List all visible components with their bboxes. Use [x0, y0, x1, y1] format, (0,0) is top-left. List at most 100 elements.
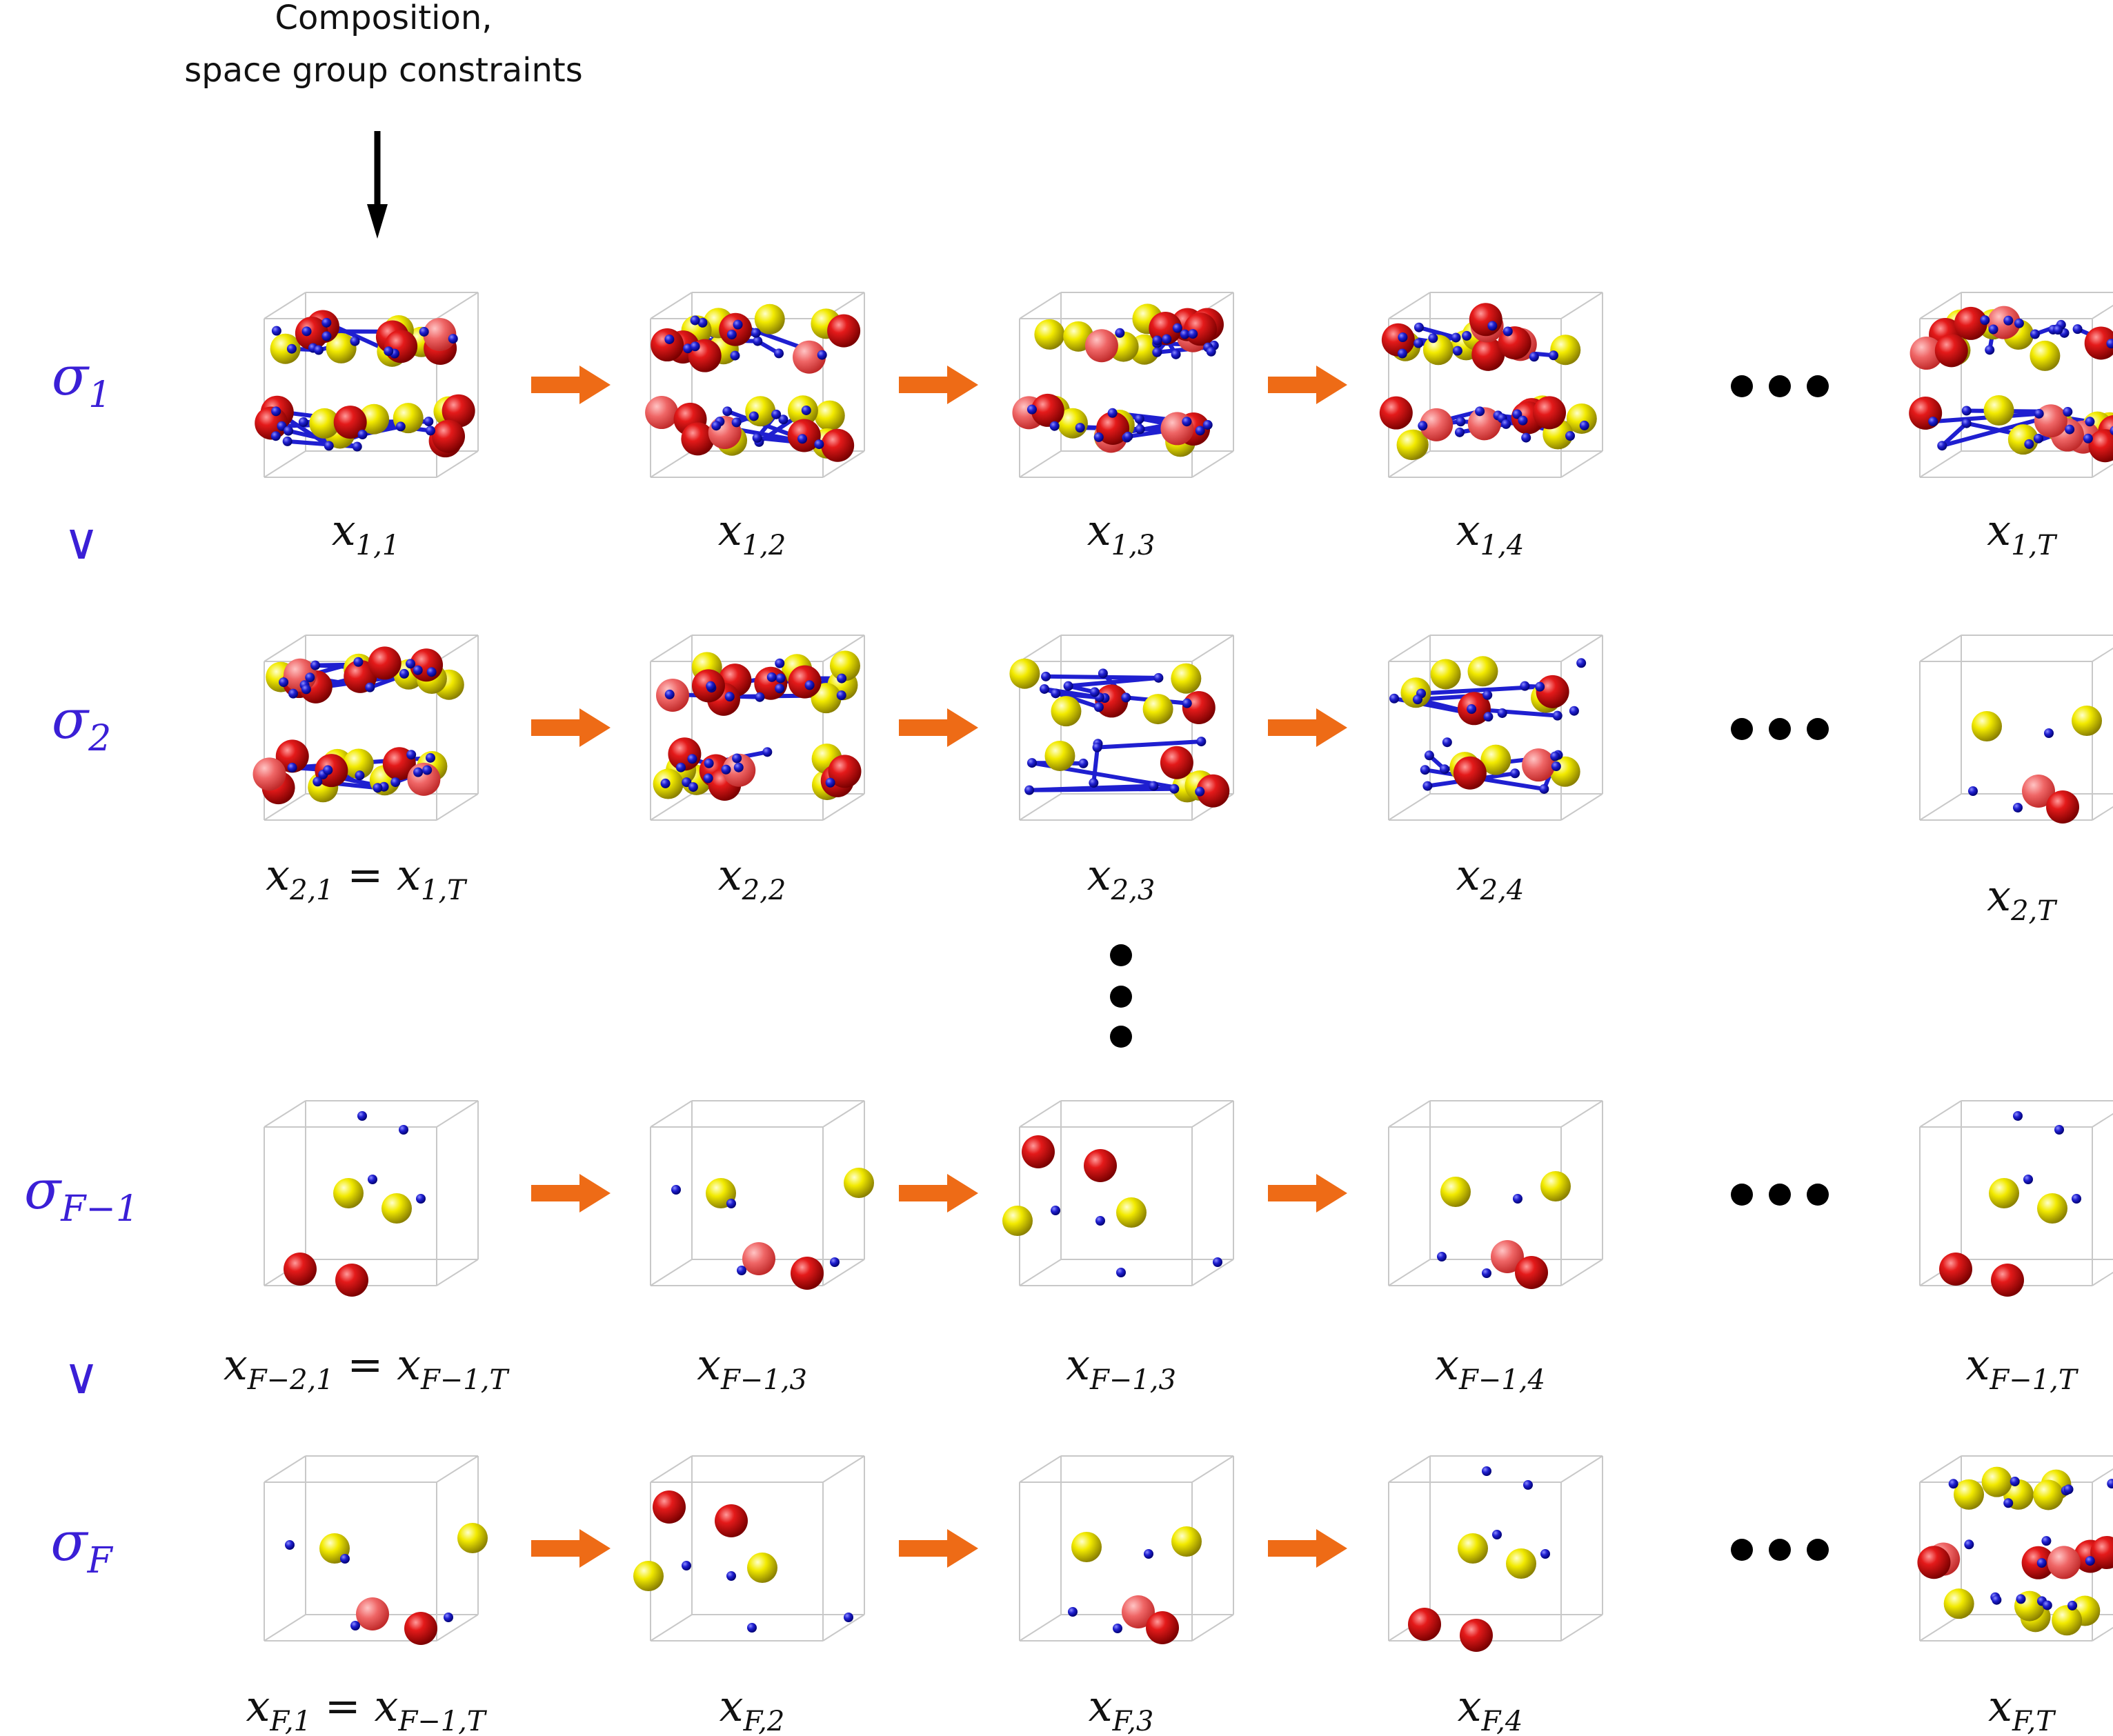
red-atom — [1934, 334, 1968, 368]
crystal-structure-3-5 — [1919, 1100, 2113, 1297]
blue-atom — [1389, 693, 1400, 704]
ellipsis-dot — [1731, 375, 1753, 397]
relation-symbol: ∨ — [63, 1347, 100, 1405]
blue-atom — [664, 689, 675, 699]
red-atom — [1917, 1546, 1951, 1579]
yellow-atom — [844, 1168, 874, 1198]
red-atom — [828, 755, 862, 788]
blue-atom — [390, 777, 401, 788]
blue-atom — [1523, 1480, 1533, 1490]
blue-atom — [1552, 710, 1563, 721]
blue-atom — [425, 752, 435, 763]
header-line-1: Composition, — [275, 0, 492, 37]
yellow-atom — [814, 400, 845, 431]
blue-atom — [836, 690, 846, 701]
red-atom — [432, 419, 466, 453]
blue-atom — [726, 1571, 736, 1581]
state-label: x2,4 — [1456, 850, 1525, 906]
blue-atom — [726, 330, 737, 340]
blue-atom — [752, 432, 762, 443]
blue-atom — [1540, 1549, 1550, 1559]
blue-atom — [1422, 781, 1433, 791]
red-atom-faded — [2022, 775, 2055, 808]
blue-atom — [1135, 424, 1145, 435]
blue-atom — [2033, 433, 2043, 443]
crystal-structure-2-2 — [650, 635, 865, 821]
yellow-atom — [1430, 659, 1461, 690]
blue-atom — [830, 1257, 840, 1267]
blue-atom — [340, 1554, 350, 1564]
blue-atom — [399, 668, 409, 679]
blue-atom — [1482, 690, 1493, 700]
step-arrow — [531, 366, 611, 404]
blue-atom — [687, 754, 697, 764]
blue-atom — [1520, 681, 1530, 691]
blue-atom — [313, 777, 323, 787]
state-label: x1,1 — [332, 505, 400, 561]
blue-atom — [1051, 688, 1061, 699]
blue-atom — [406, 659, 416, 669]
blue-atom — [1123, 431, 1133, 441]
blue-atom — [1992, 1595, 2002, 1605]
blue-atom — [1202, 420, 1213, 430]
blue-atom — [2030, 329, 2040, 339]
blue-atom — [286, 343, 297, 354]
yellow-atom — [2037, 1193, 2067, 1224]
blue-atom — [1462, 330, 1472, 341]
blue-atom — [1026, 758, 1037, 768]
red-atom — [1954, 306, 1987, 340]
red-atom — [1096, 411, 1130, 445]
yellow-atom — [326, 332, 357, 363]
blue-atom — [313, 345, 324, 355]
blue-atom — [285, 1540, 295, 1550]
blue-atom — [775, 684, 785, 694]
blue-atom — [1565, 430, 1576, 441]
yellow-atom — [457, 1523, 488, 1553]
yellow-atom — [1440, 1177, 1471, 1207]
blue-atom — [1144, 1549, 1153, 1559]
blue-atom — [682, 1561, 691, 1570]
blue-atom — [1180, 329, 1190, 339]
red-atom — [335, 1264, 368, 1297]
blue-atom — [1397, 348, 1407, 359]
blue-atom — [1152, 335, 1162, 346]
blue-atom — [2013, 803, 2023, 812]
crystal-structure-4-4 — [1388, 1455, 1603, 1652]
blue-atom — [775, 658, 785, 668]
yellow-atom — [1396, 430, 1427, 461]
step-arrow — [899, 366, 978, 404]
blue-atom — [395, 421, 406, 432]
blue-atom — [748, 411, 759, 421]
blue-atom — [755, 692, 765, 702]
yellow-atom — [309, 408, 340, 439]
yellow-atom — [1954, 1479, 1985, 1510]
red-atom — [821, 428, 855, 462]
yellow-atom — [343, 748, 374, 779]
blue-atom — [721, 764, 731, 775]
blue-atom — [747, 1623, 757, 1633]
blue-atom — [2034, 408, 2044, 419]
blue-atom — [2003, 315, 2014, 326]
bond — [1940, 421, 1969, 448]
blue-atom — [1988, 324, 1998, 335]
bond — [1095, 739, 1204, 750]
blue-atom — [271, 406, 281, 417]
blue-atom — [671, 1185, 681, 1195]
blue-atom — [1162, 334, 1172, 344]
blue-atom — [733, 762, 744, 772]
red-atom — [1095, 684, 1129, 718]
blue-atom — [310, 660, 321, 670]
yellow-atom — [633, 1561, 664, 1591]
state-label: xF−1,T — [1965, 1339, 2079, 1396]
blue-atom — [1188, 329, 1198, 339]
blue-atom — [2072, 1194, 2081, 1204]
blue-atom — [722, 406, 733, 417]
blue-atom — [2041, 1536, 2052, 1546]
step-arrow — [1268, 1529, 1347, 1568]
blue-atom — [1510, 768, 1520, 779]
blue-atom — [771, 409, 782, 419]
blue-atom — [1492, 1530, 1502, 1539]
blue-atom — [2042, 1600, 2052, 1610]
